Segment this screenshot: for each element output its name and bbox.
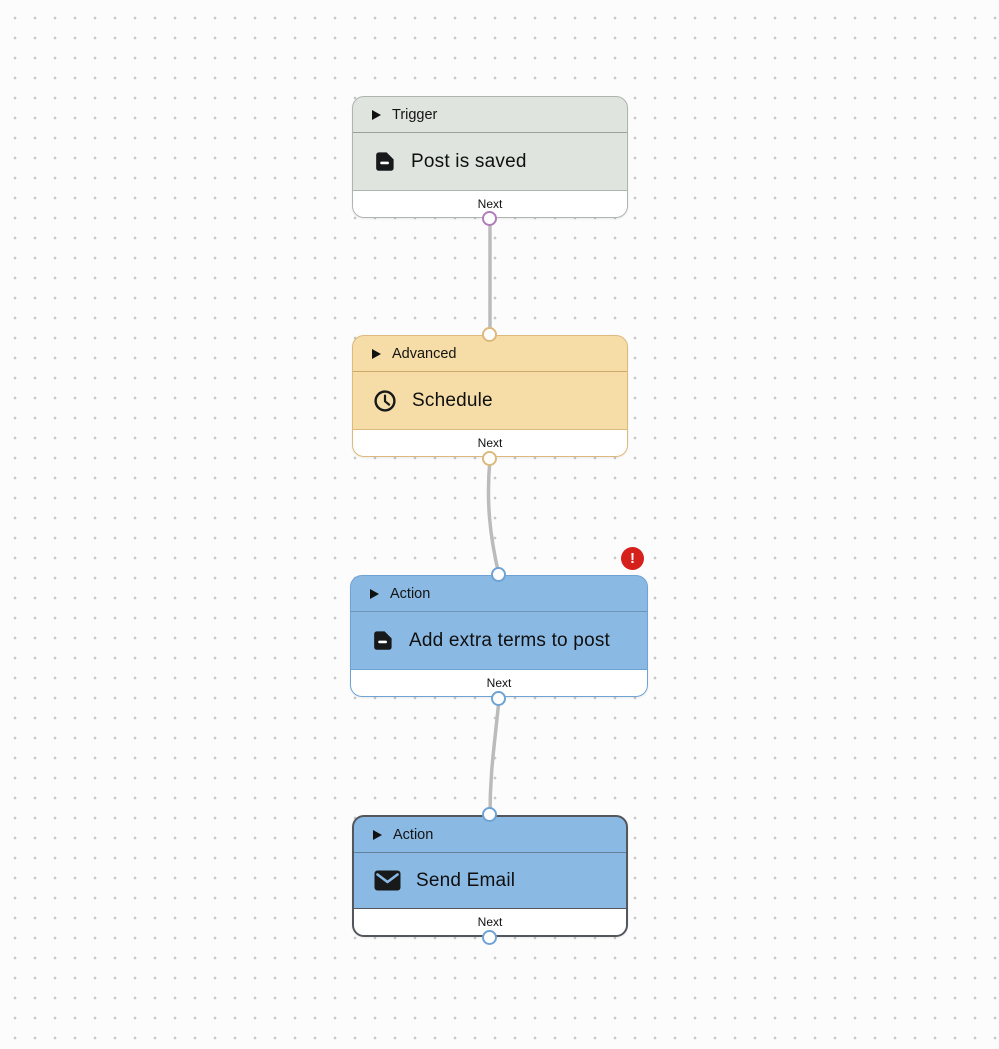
node-category-label: Advanced [392, 345, 457, 362]
node-title: Post is saved [411, 150, 527, 172]
next-port-label: Next [477, 915, 503, 929]
document-icon [371, 629, 394, 652]
collapse-triangle-icon[interactable] [373, 829, 382, 840]
collapse-triangle-icon[interactable] [372, 348, 381, 359]
port-trigger-output[interactable] [482, 211, 497, 226]
node-trigger-post-is-saved[interactable]: Trigger Post is saved Next [352, 96, 628, 218]
collapse-triangle-icon[interactable] [370, 588, 379, 599]
node-title: Send Email [416, 869, 516, 891]
node-header[interactable]: Advanced [353, 336, 627, 372]
document-icon [373, 150, 396, 173]
node-category-label: Action [393, 826, 434, 843]
node-action-send-email[interactable]: Action Send Email Next [352, 815, 628, 937]
mail-icon [374, 870, 401, 891]
collapse-triangle-icon[interactable] [372, 109, 381, 120]
node-advanced-schedule[interactable]: Advanced Schedule Next [352, 335, 628, 457]
port-action2-output[interactable] [482, 930, 497, 945]
next-port-label: Next [486, 676, 512, 690]
next-port-label: Next [477, 436, 503, 450]
node-body[interactable]: Send Email [354, 853, 626, 908]
clock-icon [373, 389, 397, 413]
node-footer: Next [353, 190, 627, 217]
node-category-label: Action [390, 585, 431, 602]
port-action1-output[interactable] [491, 691, 506, 706]
node-header[interactable]: Trigger [353, 97, 627, 133]
port-advanced-input[interactable] [482, 327, 497, 342]
node-body[interactable]: Add extra terms to post [351, 612, 647, 669]
node-header[interactable]: Action [351, 576, 647, 612]
node-action-add-extra-terms[interactable]: Action Add extra terms to post Next [350, 575, 648, 697]
edge-action1-to-action2[interactable] [488, 697, 501, 817]
node-header[interactable]: Action [354, 817, 626, 853]
node-body[interactable]: Schedule [353, 372, 627, 429]
next-port-label: Next [477, 197, 503, 211]
port-action1-input[interactable] [491, 567, 506, 582]
node-body[interactable]: Post is saved [353, 133, 627, 190]
error-badge[interactable]: ! [621, 547, 644, 570]
node-category-label: Trigger [392, 106, 438, 123]
edge-advanced-to-action1[interactable] [486, 457, 501, 577]
port-advanced-output[interactable] [482, 451, 497, 466]
node-title: Add extra terms to post [409, 629, 611, 651]
port-action2-input[interactable] [482, 807, 497, 822]
node-title: Schedule [412, 389, 493, 411]
